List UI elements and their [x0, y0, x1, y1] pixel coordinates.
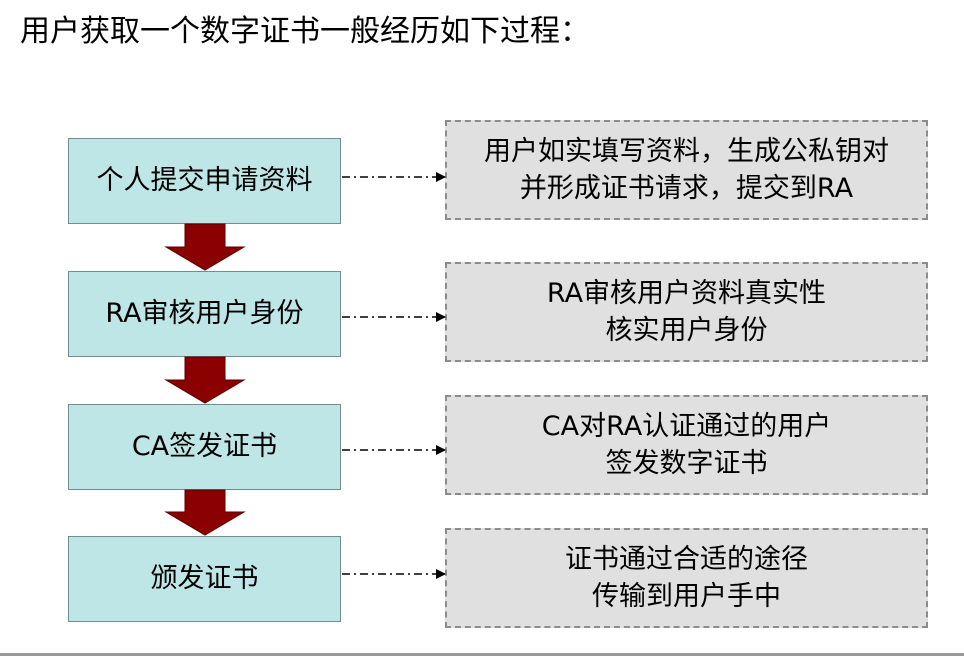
down-arrow-icon — [164, 356, 246, 404]
description-box-ca-sign: CA对RA认证通过的用户 签发数字证书 — [445, 395, 928, 495]
page-title: 用户获取一个数字证书一般经历如下过程： — [20, 14, 590, 49]
bottom-divider — [0, 653, 964, 656]
step-box-issue: 颁发证书 — [68, 536, 341, 622]
description-line: 签发数字证书 — [605, 448, 768, 479]
description-line: 传输到用户手中 — [592, 581, 781, 612]
step-box-ca-sign: CA签发证书 — [68, 404, 341, 490]
step-box-submit: 个人提交申请资料 — [68, 138, 341, 224]
description-line: 核实用户身份 — [605, 315, 768, 346]
description-line: 并形成证书请求，提交到RA — [519, 173, 854, 204]
step-label: 个人提交申请资料 — [96, 165, 313, 196]
description-box-issue: 证书通过合适的途径 传输到用户手中 — [445, 528, 928, 628]
step-label: CA签发证书 — [131, 431, 278, 462]
description-line: 证书通过合适的途径 — [565, 544, 808, 575]
description-line: RA审核用户资料真实性 — [546, 278, 827, 309]
down-arrow-icon — [164, 489, 246, 536]
description-line: 用户如实填写资料，生成公私钥对 — [484, 136, 889, 167]
step-label: 颁发证书 — [150, 563, 259, 594]
description-box-submit: 用户如实填写资料，生成公私钥对 并形成证书请求，提交到RA — [445, 120, 928, 220]
description-box-ra-review: RA审核用户资料真实性 核实用户身份 — [445, 262, 928, 362]
step-box-ra-review: RA审核用户身份 — [68, 271, 341, 357]
down-arrow-icon — [164, 223, 246, 271]
description-line: CA对RA认证通过的用户 — [541, 411, 832, 442]
step-label: RA审核用户身份 — [105, 298, 304, 329]
